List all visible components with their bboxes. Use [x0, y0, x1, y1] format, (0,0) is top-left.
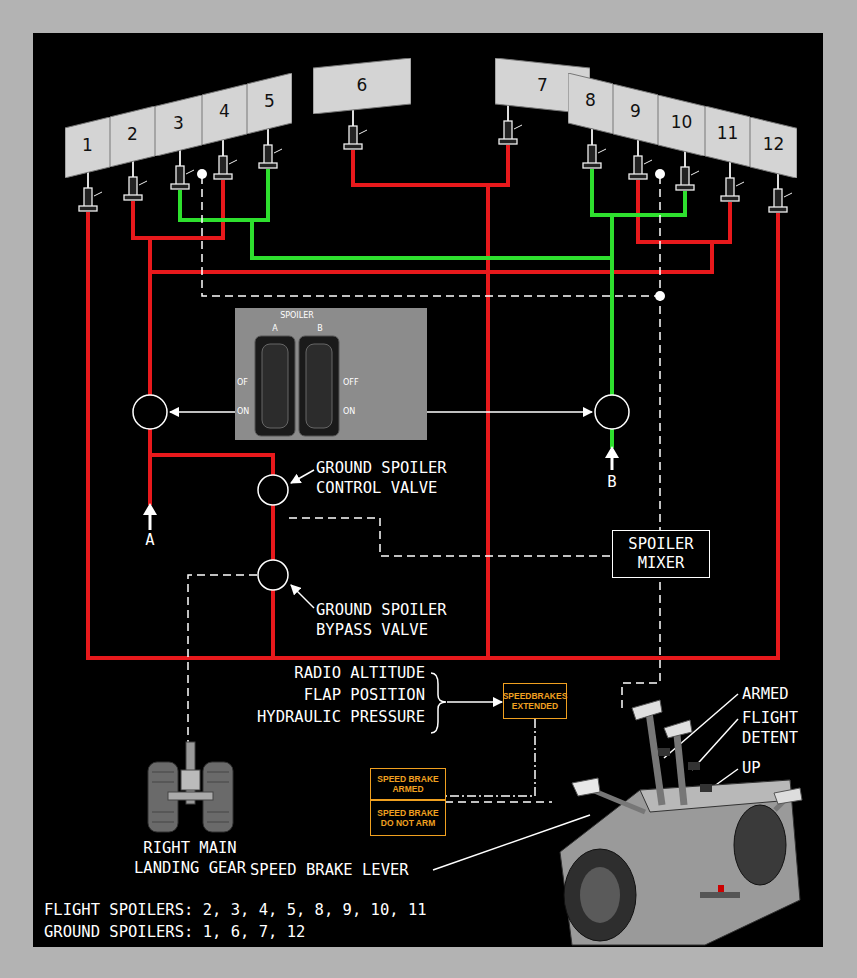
spoiler-panel: 3	[155, 95, 202, 156]
control-valve	[258, 475, 288, 505]
callout-label: B	[603, 472, 621, 492]
actuator	[259, 129, 282, 168]
actuator	[124, 161, 147, 200]
spoiler-panel: 5	[247, 73, 292, 134]
spoiler-panel: 10	[658, 95, 705, 156]
switch-label: A	[265, 324, 285, 334]
panel-number: 4	[202, 101, 247, 121]
box-text: SPOILER MIXER	[619, 535, 703, 573]
control-line	[188, 176, 660, 802]
actuator	[721, 162, 744, 201]
box-text: SPEED BRAKE ARMED	[374, 774, 442, 794]
actuator	[499, 105, 522, 144]
leader-line	[291, 470, 314, 483]
spoiler-panel: 4	[202, 84, 247, 145]
spoiler-panel: 6	[313, 58, 411, 114]
actuator	[171, 150, 194, 189]
panel-number: 2	[110, 124, 155, 144]
callout-label: SPEED BRAKE LEVER	[250, 860, 430, 880]
supply-arrow	[605, 446, 619, 458]
spoiler-panel: 1	[65, 117, 110, 178]
callout-label: FLAP POSITION	[225, 685, 425, 705]
toggle-switches	[235, 308, 427, 440]
callout-label: GROUND SPOILER BYPASS VALVE	[316, 600, 486, 640]
actuator	[583, 129, 606, 168]
annunciator-light: SPEED BRAKE ARMED	[370, 768, 446, 800]
spoiler-panel: 11	[705, 106, 750, 167]
system-b-line	[180, 169, 685, 448]
switch-label: B	[310, 324, 330, 334]
actuator	[344, 110, 367, 149]
actuator	[214, 140, 237, 179]
actuator	[769, 173, 792, 212]
actuator	[79, 172, 102, 211]
panel-number: 1	[65, 135, 110, 155]
switch-label: SPOILER	[272, 311, 322, 321]
landing-gear	[148, 742, 233, 832]
switch-label: OFF	[343, 378, 359, 388]
panel-number: 6	[313, 75, 411, 95]
junction-dot	[197, 169, 207, 179]
switch-link	[427, 411, 592, 413]
annunciator-light: SPEED BRAKE DO NOT ARM	[370, 800, 446, 836]
junction-dot	[655, 169, 665, 179]
switch-label: ON	[237, 407, 249, 417]
signal-connector	[446, 719, 535, 796]
shutoff-valve	[595, 395, 629, 429]
panel-number: 12	[750, 134, 797, 154]
annunciator-light: SPEEDBRAKES EXTENDED	[503, 683, 567, 719]
actuator	[676, 151, 699, 190]
mixer-box: SPOILER MIXER	[612, 530, 710, 578]
callout-label: FLIGHT SPOILERS: 2, 3, 4, 5, 8, 9, 10, 1…	[44, 900, 514, 920]
actuator	[629, 140, 652, 179]
callout-label: UP	[742, 758, 818, 778]
spoiler-panel: 2	[110, 106, 155, 167]
callout-label: HYDRAULIC PRESSURE	[225, 707, 425, 727]
panel-number: 9	[613, 101, 658, 121]
panel-number: 8	[568, 90, 613, 110]
box-text: SPEEDBRAKES EXTENDED	[503, 691, 568, 711]
system-a-line	[88, 145, 778, 658]
bypass-valve	[258, 560, 288, 590]
leader-line	[447, 701, 502, 703]
panel-number: 11	[705, 123, 750, 143]
supply-arrow	[143, 503, 157, 515]
callout-label: GROUND SPOILER CONTROL VALVE	[316, 458, 486, 498]
switch-label: ON	[343, 407, 355, 417]
callout-label: GROUND SPOILERS: 1, 6, 7, 12	[44, 922, 514, 942]
box-text: SPEED BRAKE DO NOT ARM	[374, 808, 442, 828]
callout-label: ARMED	[742, 684, 818, 704]
callout-label: A	[141, 530, 159, 550]
panel-number: 3	[155, 113, 202, 133]
shutoff-valve	[133, 395, 167, 429]
switch-panel: SPOILER A B OF ON OFF ON	[235, 308, 427, 440]
switch-label: OF	[237, 378, 248, 388]
spoiler-panel: 9	[613, 84, 658, 145]
spoiler-panel: 12	[750, 117, 797, 178]
spoiler-panel: 8	[568, 73, 613, 134]
panel-number: 5	[247, 91, 292, 111]
switch-link	[170, 411, 235, 413]
bracket	[431, 673, 446, 733]
junction-dot	[655, 291, 665, 301]
callout-label: RADIO ALTITUDE	[225, 663, 425, 683]
callout-label: RIGHT MAIN LANDING GEAR	[125, 838, 255, 878]
callout-label: FLIGHT DETENT	[742, 708, 818, 748]
panel-number: 10	[658, 112, 705, 132]
leader-line	[291, 585, 314, 608]
